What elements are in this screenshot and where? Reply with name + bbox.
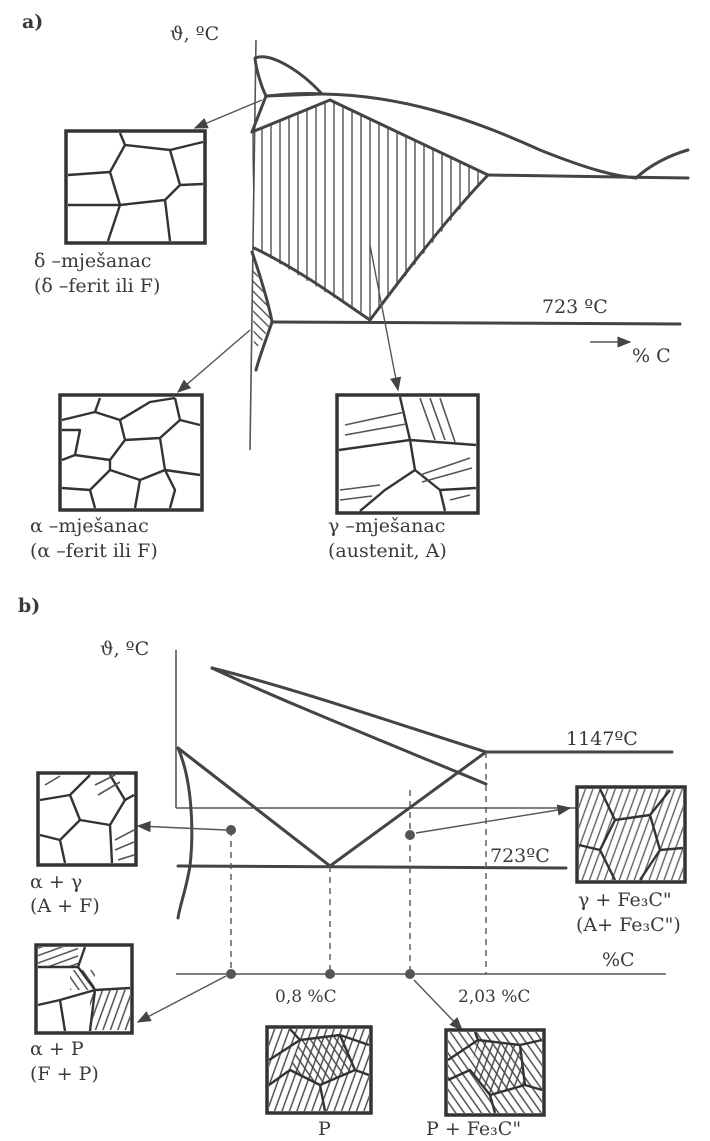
alpha-gamma-arrow [136,820,227,833]
dot-hypereutectoid [405,969,415,979]
delta-arrow [193,99,263,129]
temp-1147-label: 1147ºC [566,728,638,750]
delta-detail: (δ –ferit ili F) [34,275,160,297]
alpha-gamma-micro-box [36,771,138,867]
tick-max-carbon: 2,03 %C [458,987,530,1007]
dot-gamma-fe3c [405,830,415,840]
a3-line-b [176,746,332,868]
eutectoid-line-a [270,320,682,326]
pearlite-micro-box [265,1025,373,1115]
eutectic-line [486,173,690,180]
gamma-top-boundary [328,98,490,177]
delta-boundary [250,94,268,134]
a3-line [252,246,372,322]
alpha-detail: (α –ferit ili F) [30,540,158,562]
gamma-fe3c-detail: (A+ Fe₃C") [576,914,681,936]
alpha-name: α –mješanac [30,515,149,537]
panel-b: b) ϑ, ºC 1147ºC 723ºC %C 0,8 %C 2,03 %C [18,595,687,1140]
eutectoid-line-b [176,864,568,870]
liquidus-curve-b [210,666,488,754]
panel-a-x-axis-label: % C [632,345,671,367]
tick-eutectoid: 0,8 %C [275,987,337,1007]
panel-a: a) ϑ, ºC 723 ºC % C [22,11,690,562]
panel-a-label: a) [22,11,43,33]
panel-b-y-axis-label: ϑ, ºC [100,638,149,660]
alpha-micro-box [58,393,204,512]
delta-name: δ –mješanac [34,250,151,272]
acm-line-b [328,750,488,868]
gamma-micro-box [335,393,480,515]
panel-b-x-axis-label: %C [602,949,635,971]
panel-a-y-axis-label: ϑ, ºC [170,23,219,45]
gamma-fe3c-arrow [415,804,572,834]
dot-eutectoid [325,969,335,979]
liquidus-curve [320,92,638,180]
gamma-fe3c-micro-box [575,785,687,884]
gamma-name: γ –mješanac [328,515,445,537]
p-fe3c-label: P + Fe₃C" [426,1118,521,1140]
alpha-p-arrow [136,975,227,1023]
temp-723-label: 723ºC [490,845,550,867]
panel-a-temp-label: 723 ºC [542,296,608,318]
alpha-p-micro-box [34,943,134,1035]
alpha-gamma-detail: (A + F) [30,895,100,917]
alpha-gamma-name: α + γ [30,871,82,893]
gamma-arrow [369,244,402,392]
dot-alpha-p [226,969,236,979]
delta-lens [253,55,324,98]
alpha-p-name: α + P [30,1038,84,1060]
alpha-p-detail: (F + P) [30,1063,99,1085]
alpha-region-hatch [252,262,272,348]
panel-a-y-axis [249,39,257,451]
gamma-fe3c-name: γ + Fe₃C" [578,889,672,911]
p-fe3c-micro-box [444,1028,546,1117]
p-fe3c-arrow [413,979,463,1032]
delta-micro-box [64,129,207,245]
pearlite-label: P [318,1118,331,1140]
panel-b-label: b) [18,595,40,617]
dot-alpha-gamma [226,825,236,835]
gamma-detail: (austenit, A) [328,540,447,562]
gamma-region-hatch [252,100,488,320]
alpha-arrow [176,329,251,393]
